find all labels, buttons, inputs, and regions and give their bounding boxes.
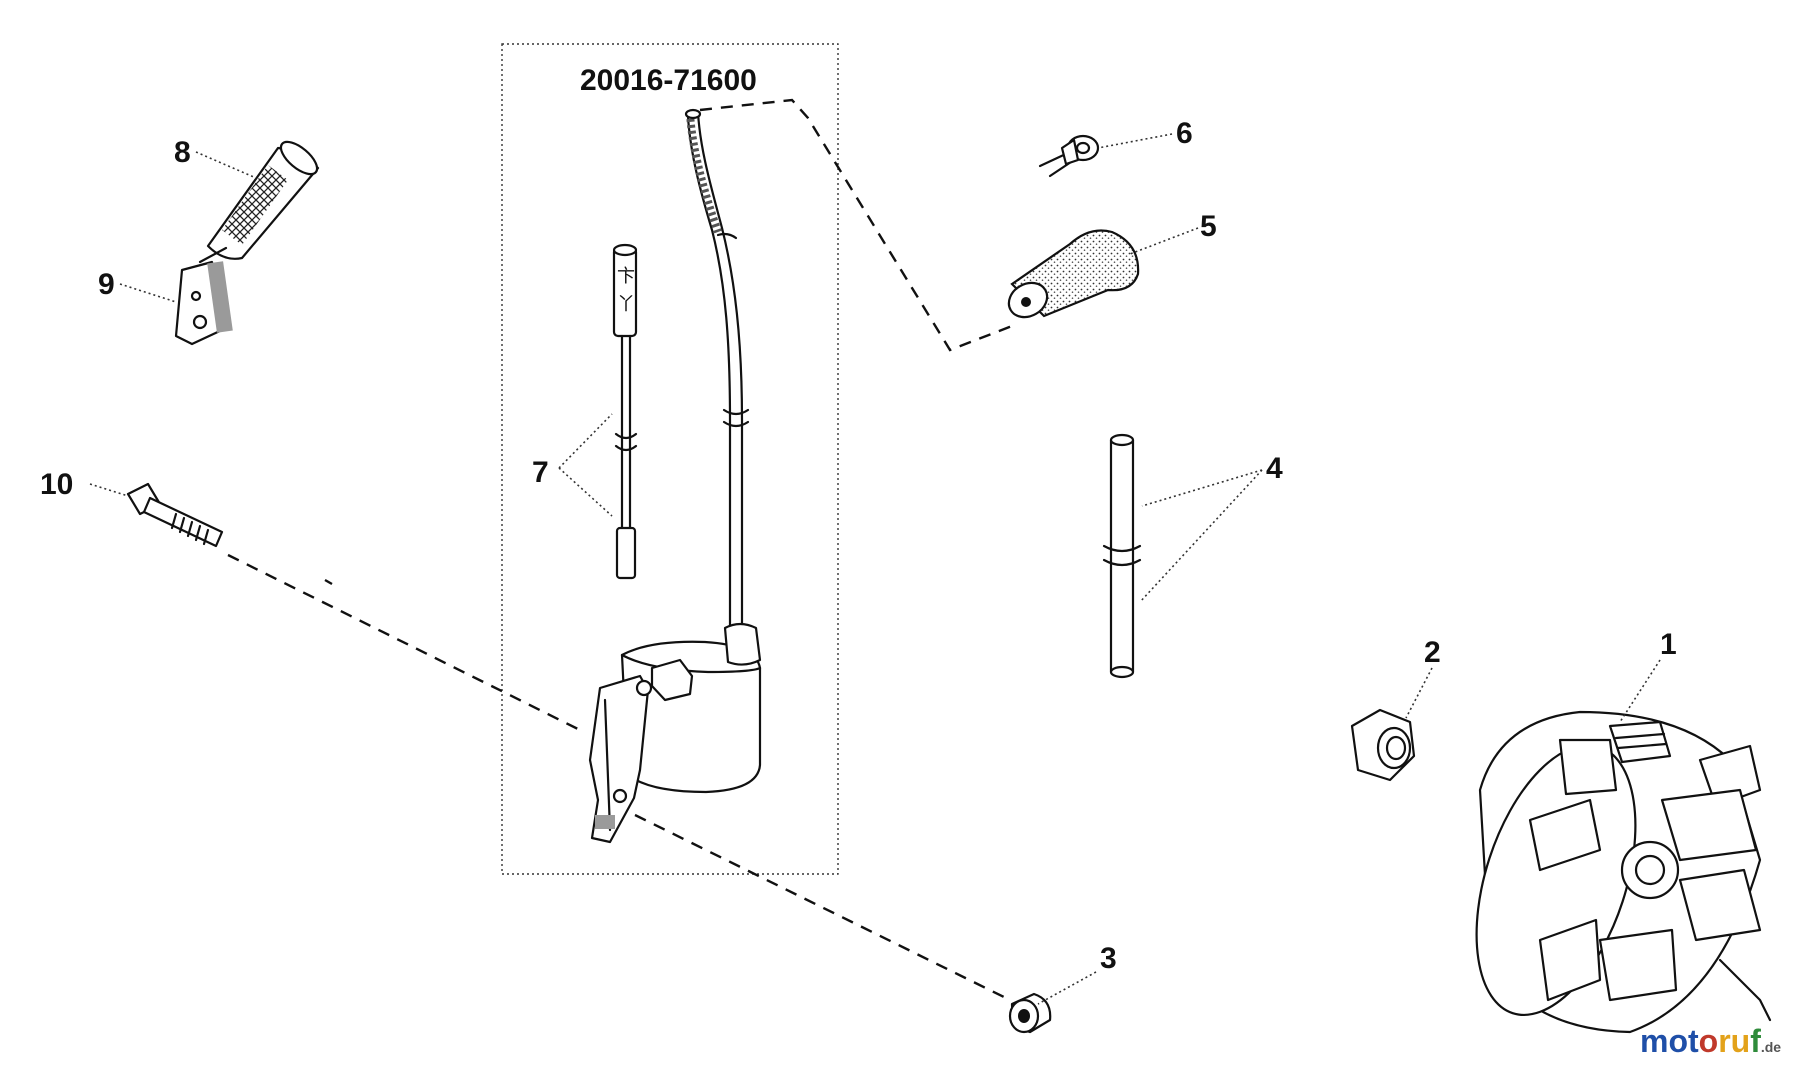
clip-icon [1038, 134, 1100, 178]
assembly-part-number: 20016-71600 [580, 64, 757, 97]
callout-10: 10 [40, 468, 73, 501]
ignition-coil-icon [588, 108, 762, 844]
watermark-logo: motoruf.de [1640, 1023, 1781, 1059]
callout-3: 3 [1100, 942, 1117, 975]
rubber-boot-icon [1007, 229, 1140, 319]
callout-9: 9 [98, 268, 115, 301]
bolt-icon [126, 482, 224, 548]
callout-5: 5 [1200, 210, 1217, 243]
terminal-lead-icon: 卞 丫 [612, 243, 638, 580]
flywheel-icon [1475, 710, 1772, 1034]
plug-terminal-icon [174, 246, 233, 346]
svg-text:丫: 丫 [617, 294, 635, 314]
callout-4: 4 [1266, 452, 1283, 485]
ignition-coil-assembly-box: 20016-71600 [501, 43, 839, 875]
callout-8: 8 [174, 136, 191, 169]
svg-text:卞: 卞 [617, 266, 635, 286]
nut-icon [1350, 708, 1416, 782]
assembly-lines [227, 98, 1013, 1002]
svg-text:motoruf.de: motoruf.de [1640, 1023, 1781, 1059]
callout-leaders [89, 133, 1661, 1005]
spacer-icon [1008, 992, 1052, 1034]
callout-labels: 1 2 3 4 5 6 7 8 9 10 [40, 117, 1677, 975]
plug-cap-icon [206, 140, 320, 260]
callout-7: 7 [532, 456, 549, 489]
callout-1: 1 [1660, 628, 1677, 661]
tube-icon [1102, 433, 1142, 679]
callout-2: 2 [1424, 636, 1441, 669]
callout-6: 6 [1176, 117, 1193, 150]
